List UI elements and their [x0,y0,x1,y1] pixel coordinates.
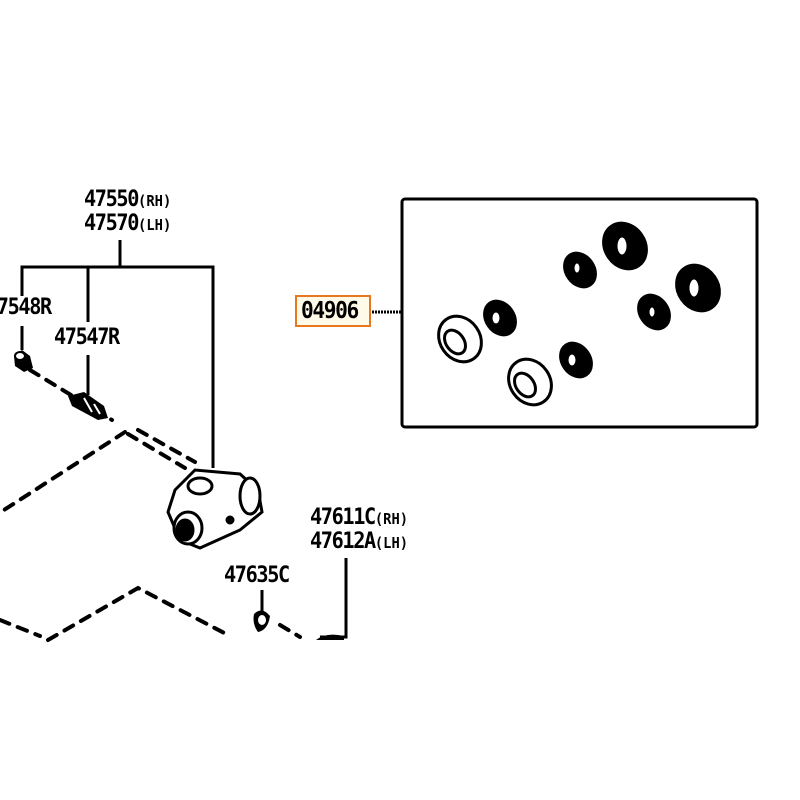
wheel-cylinder-icon [166,468,264,550]
label-wheel-cylinder-rh[interactable]: 47550(RH) [84,188,171,213]
clip-icon [253,610,270,632]
label-brake-shoe-rh[interactable]: 47611C(RH) [310,506,408,531]
part-number: 47550 [84,187,139,212]
repair-kit-callout[interactable]: 04906 [295,295,371,327]
part-number: 47612A [310,529,376,554]
leader-lines [20,240,402,639]
bleeder-cap-icon [14,350,33,372]
brake-shoe-icon [316,634,344,640]
label-bleeder-cap[interactable]: 47548R [0,295,52,320]
cup-icon [507,357,553,407]
label-bleeder-plug[interactable]: 47547R [54,325,120,350]
label-clip[interactable]: 47635C [224,563,290,588]
repair-kit-frame [400,197,759,429]
side-suffix: (LH) [138,216,172,234]
kit-seals [437,221,721,407]
part-number: 47611C [310,505,376,530]
boot-icon [559,341,593,379]
boot-icon [637,293,671,331]
cup-icon [602,221,648,271]
label-brake-shoe-lh[interactable]: 47612A(LH) [310,530,408,555]
side-suffix: (RH) [138,192,172,210]
boot-icon [563,251,597,289]
part-number: 47570 [84,211,139,236]
cup-icon [437,314,483,364]
label-repair-kit: 04906 [301,298,359,324]
bleeder-plug-icon [68,392,108,420]
boot-icon [483,299,517,337]
side-suffix: (LH) [374,534,409,552]
label-wheel-cylinder-lh[interactable]: 47570(LH) [84,212,171,237]
cup-icon [675,263,721,313]
side-suffix: (RH) [374,510,409,528]
